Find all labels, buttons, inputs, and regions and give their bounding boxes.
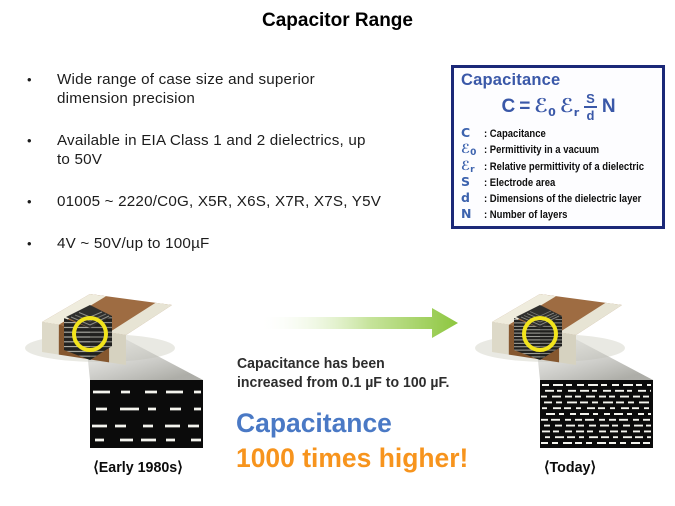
legend-desc: : Dimensions of the dielectric layer	[484, 193, 642, 206]
fraction-denominator: d	[586, 108, 595, 123]
legend-desc: : Capacitance	[484, 128, 546, 140]
formula-equals: =	[519, 96, 531, 117]
legend-desc: : Permittivity in a vacuum	[484, 144, 600, 157]
capacitor-early-illustration-icon	[25, 294, 203, 448]
formula-layers: N	[601, 96, 616, 117]
legend-desc: : Relative permittivity of a dielectric	[484, 160, 644, 173]
legend-row: S : Electrode area	[461, 174, 656, 190]
bullet-item: Wide range of case size and superior dim…	[22, 70, 462, 108]
legend-row: ℰ0 : Permittivity in a vacuum	[461, 141, 656, 159]
bullet-list: Wide range of case size and superior dim…	[22, 70, 462, 276]
bullet-item: 01005 ~ 2220/C0G, X5R, X6S, X7R, X7S, Y5…	[22, 192, 462, 211]
epsilon-symbol: ℰ	[559, 95, 574, 117]
legend-symbol: S	[461, 173, 471, 189]
label-early-1980s: ⟨Early 1980s⟩	[93, 459, 183, 476]
legend-symbol: N	[461, 206, 472, 222]
legend-desc: : Electrode area	[484, 176, 556, 189]
legend-symbol: C	[461, 125, 471, 140]
capacitor-figure-early: ⟨Early 1980s⟩	[20, 288, 210, 488]
capacitor-figure-today: ⟨Today⟩	[470, 288, 660, 488]
epsilon-symbol: ℰ	[534, 95, 549, 117]
formula-legend: C : Capacitance ℰ0 : Permittivity in a v…	[461, 125, 656, 223]
highlight-1000-times: 1000 times higher!	[236, 443, 469, 473]
bullet-dot-icon	[22, 70, 57, 108]
bullet-item: Available in EIA Class 1 and 2 dielectri…	[22, 131, 462, 169]
caption-text: Capacitance has been increased from 0.1 …	[237, 356, 450, 391]
legend-row: C : Capacitance	[461, 125, 656, 141]
fraction-numerator: S	[584, 91, 597, 108]
bullet-text: 4V ~ 50V/up to 100µF	[57, 235, 210, 252]
capacitance-formula-box: Capacitance C = ℰ0 ℰr S d N C : Capacita…	[451, 65, 665, 229]
legend-symbol: ℰr	[461, 157, 475, 175]
bullet-item: 4V ~ 50V/up to 100µF	[22, 234, 462, 253]
legend-symbol: ℰ0	[461, 141, 477, 159]
capacitor-today-illustration-icon	[475, 294, 653, 448]
capacitance-formula: C = ℰ0 ℰr S d N	[461, 91, 656, 123]
capacitance-box-title: Capacitance	[461, 71, 561, 89]
bullet-text: Wide range of case size and superior dim…	[57, 71, 315, 107]
bullet-dot-icon	[22, 192, 57, 211]
formula-epsilon0: ℰ0	[534, 95, 556, 119]
bullet-text: Available in EIA Class 1 and 2 dielectri…	[57, 132, 366, 168]
bullet-dot-icon	[22, 131, 57, 169]
formula-epsilonr: ℰr	[560, 95, 579, 119]
label-today: ⟨Today⟩	[543, 459, 597, 476]
legend-row: d : Dimensions of the dielectric layer	[461, 190, 656, 206]
improvement-arrow-icon	[260, 306, 460, 342]
legend-desc: : Number of layers	[484, 209, 568, 222]
formula-lhs: C	[501, 96, 516, 117]
page-title: Capacitor Range	[262, 10, 413, 31]
highlight-capacitance: Capacitance	[236, 408, 392, 438]
legend-row: N : Number of layers	[461, 206, 656, 222]
epsilon0-subscript: 0	[548, 106, 556, 119]
bullet-dot-icon	[22, 234, 57, 253]
legend-symbol: d	[461, 190, 470, 206]
bullet-text: 01005 ~ 2220/C0G, X5R, X6S, X7R, X7S, Y5…	[57, 193, 382, 210]
epsilonr-subscript: r	[573, 106, 580, 119]
formula-fraction: S d	[584, 92, 597, 122]
legend-row: ℰr : Relative permittivity of a dielectr…	[461, 157, 656, 175]
